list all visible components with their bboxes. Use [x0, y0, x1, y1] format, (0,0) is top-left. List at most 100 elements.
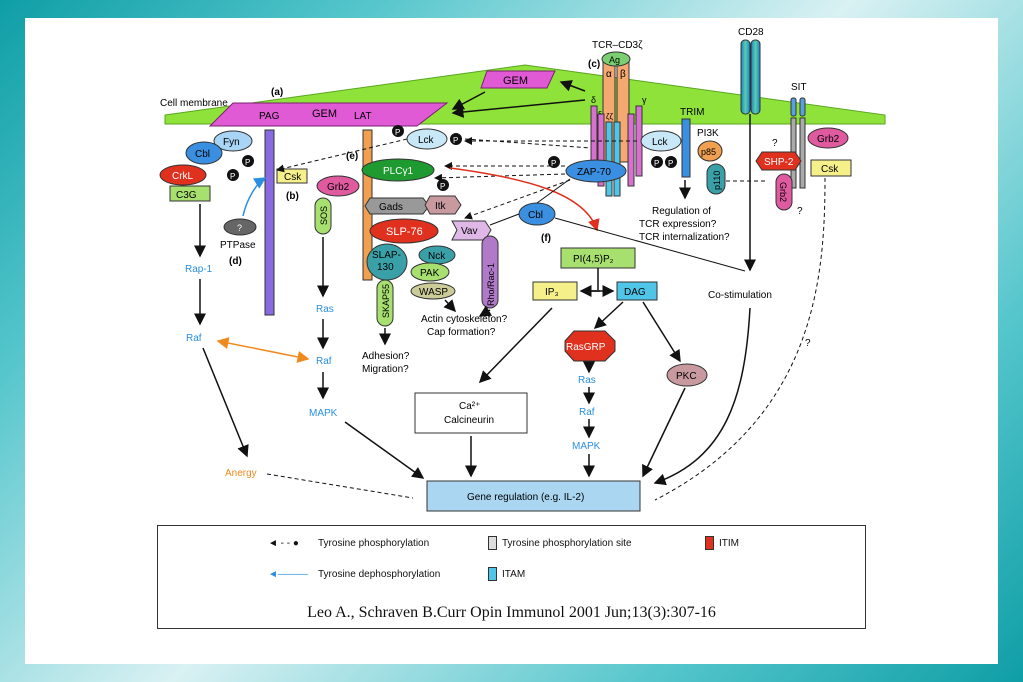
legend-tyr-site: Tyrosine phosphorylation site — [502, 538, 632, 549]
pak-node — [410, 262, 450, 282]
pag-protein — [264, 129, 275, 316]
cd3-epsilon-chain — [597, 113, 605, 187]
grb2-left-node — [316, 175, 360, 197]
pip2-label: PI(4,5)P₂ — [573, 254, 614, 265]
cbl-left-label: Cbl — [195, 149, 210, 160]
pkc-gene-arrow — [642, 387, 686, 478]
gem-arrow-2 — [451, 99, 586, 118]
cbl-left-node — [185, 141, 223, 165]
anergy-label: Anergy — [225, 468, 257, 479]
tyr-site-icon — [488, 536, 497, 550]
cbl-costim-inhibit — [554, 217, 746, 272]
wasp-node — [410, 282, 456, 300]
p-badge — [450, 133, 462, 145]
tcr-cd3-label: TCR–CD3ζ — [592, 40, 643, 51]
legend-itim: ITIM — [719, 538, 739, 549]
plcg1-label: PLCγ1 — [383, 166, 413, 177]
actin-label: Actin cytoskeleton? — [421, 314, 508, 325]
p-badge-label: P — [668, 159, 673, 168]
panel-e-label: (e) — [346, 151, 358, 162]
pkc-node — [666, 363, 708, 387]
shp2-node — [755, 151, 802, 171]
itam-icon — [488, 567, 497, 581]
ptpase-node — [223, 218, 257, 236]
regulation-label-2: TCR expression? — [639, 219, 717, 230]
sit-chain-2 — [799, 117, 806, 189]
panel-d-label: (d) — [229, 256, 242, 267]
sos-label: SOS — [319, 206, 329, 225]
skap55-label: SKAP55 — [381, 284, 391, 318]
ip3-ca-arrow — [478, 307, 553, 384]
itim-icon — [705, 536, 714, 550]
slide-frame: Cell membrane GEM GEM (a) PAG LAT Fyn Cb… — [25, 18, 998, 664]
fyn-node — [213, 130, 253, 152]
dag-pkc-arrow — [642, 301, 681, 363]
vav-label: Vav — [461, 226, 478, 237]
gene-regulation-label: Gene regulation (e.g. IL-2) — [467, 492, 584, 503]
cap-label: Cap formation? — [427, 327, 496, 338]
calcium-label: Ca²⁺ — [459, 401, 480, 412]
zeta-chain-2 — [613, 121, 621, 197]
slp76-node — [369, 218, 439, 244]
citation: Leo A., Schraven B.Curr Opin Immunol 200… — [307, 604, 716, 621]
gem-top-label: GEM — [503, 75, 528, 87]
signaling-diagram: Cell membrane GEM GEM (a) PAG LAT Fyn Cb… — [159, 27, 886, 512]
beta-label: β — [620, 69, 626, 80]
cbl-mid-label: Cbl — [528, 210, 543, 221]
p-badge — [437, 179, 449, 191]
crkl-node — [159, 164, 207, 186]
ip3-label: IP₃ — [545, 287, 559, 298]
dag-label: DAG — [624, 287, 646, 298]
gem-top — [480, 70, 556, 89]
gem-raft-label: GEM — [312, 108, 337, 120]
rasgrp-node — [564, 330, 616, 362]
p85-node — [697, 140, 723, 162]
dag-rasgrp-arrow — [593, 301, 624, 330]
adhesion-label: Adhesion? — [362, 351, 410, 362]
p-badge-label: P — [654, 159, 659, 168]
calcineurin-label: Calcineurin — [444, 415, 494, 426]
migration-label: Migration? — [362, 364, 409, 375]
gads-label: Gads — [379, 202, 403, 213]
delta-label: δ — [591, 95, 596, 105]
zap-to-slp-arrow — [464, 179, 571, 220]
gem-arrow-3 — [559, 80, 586, 92]
sit-inhibit-line — [654, 177, 826, 501]
dephos-arrow — [242, 177, 267, 217]
pak-label: PAK — [420, 268, 440, 279]
gene-regulation-box — [426, 480, 641, 512]
p-badge — [548, 156, 560, 168]
wasp-arrow — [443, 299, 457, 313]
anergy-inhibit-line — [266, 473, 414, 499]
crkl-label: CrkL — [172, 171, 194, 182]
lat-label: LAT — [354, 111, 372, 122]
cell-membrane-label: Cell membrane — [160, 98, 228, 109]
slap130-label-1: SLAP- — [372, 250, 401, 261]
rap1-label: Rap-1 — [185, 264, 213, 275]
csk-right-node — [810, 159, 852, 177]
gamma-label: γ — [642, 95, 647, 105]
slp76-label: SLP-76 — [386, 226, 423, 238]
costim-gene-arrow — [653, 307, 751, 486]
itk-node — [424, 195, 462, 215]
mapk-left-label: MAPK — [309, 408, 338, 419]
cbl-zap-inhibit — [536, 178, 571, 204]
panel-f-label: (f) — [541, 233, 551, 244]
raf-left-label: Raf — [186, 333, 202, 344]
p85-label: p85 — [701, 147, 716, 157]
rho-arrow — [478, 305, 493, 317]
epsilon-label-1: ε — [598, 108, 602, 118]
zeta-chain-1 — [605, 121, 613, 197]
lck-left-label: Lck — [418, 135, 435, 146]
nck-label: Nck — [428, 251, 446, 262]
shp2-label: SHP-2 — [764, 157, 794, 168]
regulation-label-1: Regulation of — [652, 206, 711, 217]
grb2-right-label: Grb2 — [817, 134, 840, 145]
csk-right-label: Csk — [821, 164, 839, 175]
lck-right-node — [640, 130, 682, 152]
csk-left-node — [276, 168, 308, 184]
legend-tyr-dephos: Tyrosine dephosphorylation — [318, 569, 441, 580]
fyn-label: Fyn — [223, 137, 240, 148]
costimulation-label: Co-stimulation — [708, 290, 772, 301]
legend-itam: ITAM — [502, 569, 526, 580]
